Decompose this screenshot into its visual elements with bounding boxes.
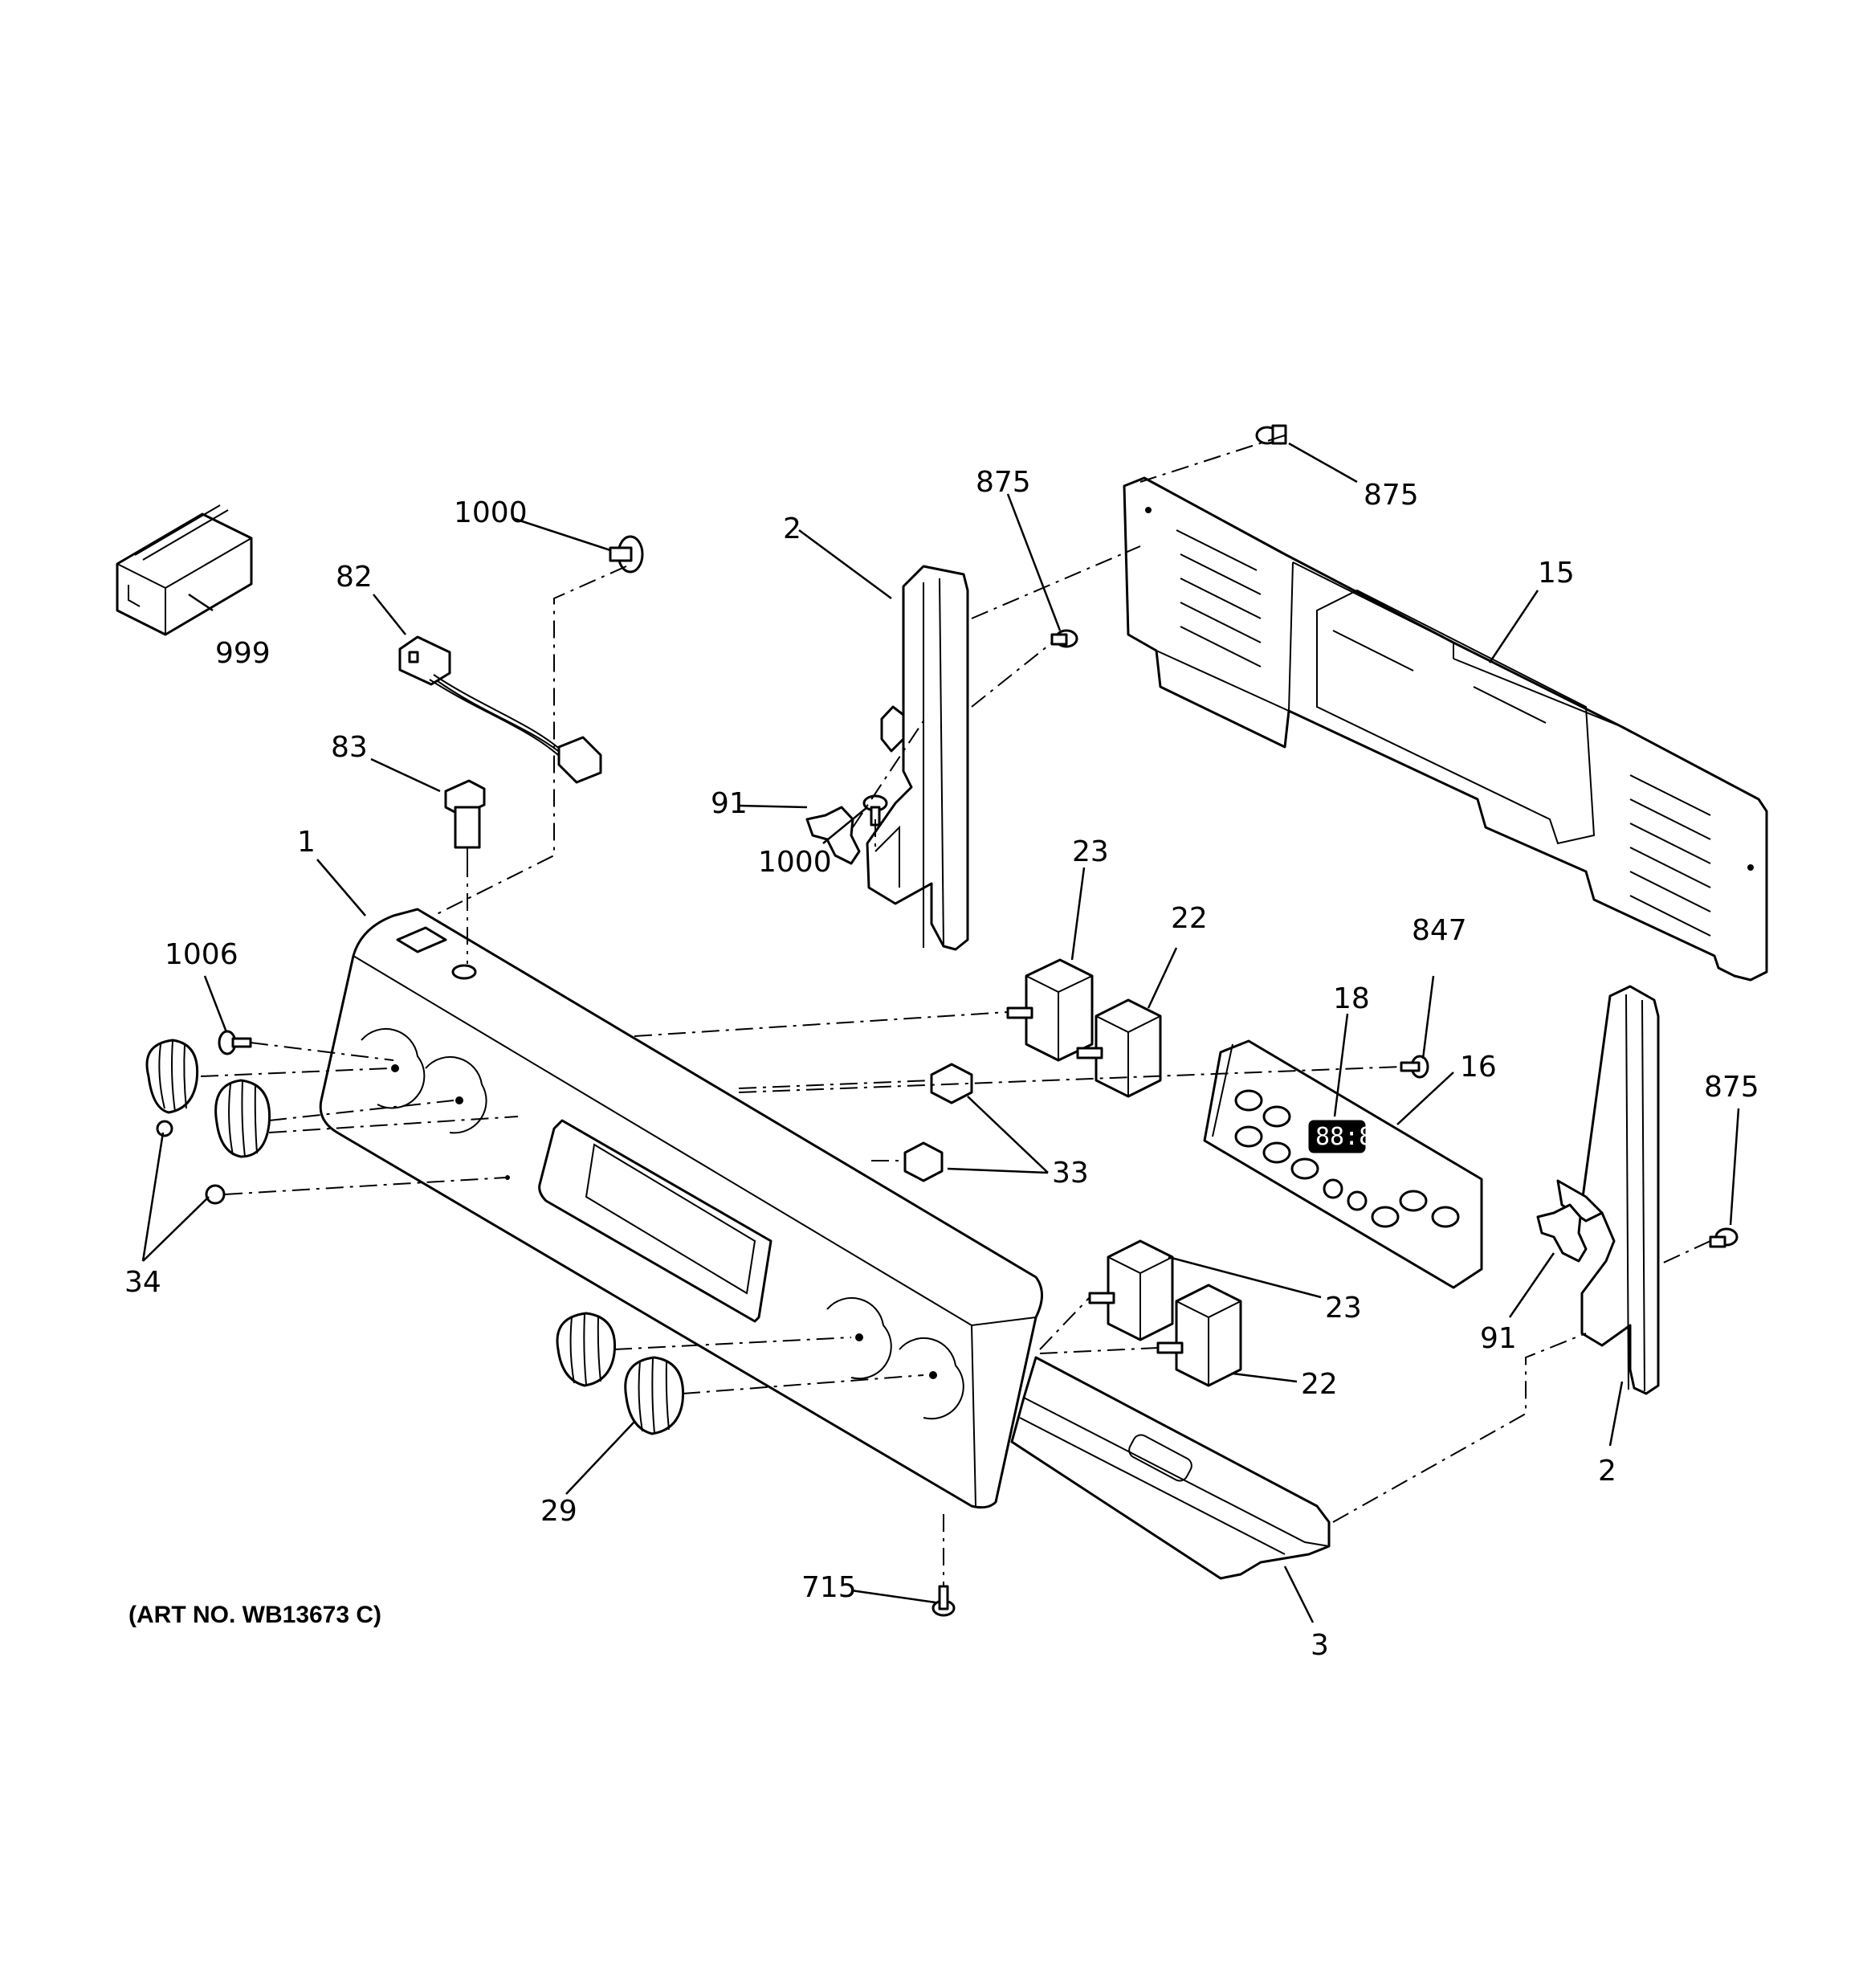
leader-lines [141, 442, 1740, 1623]
callout-16: 16 [1460, 1051, 1497, 1084]
callout-15: 15 [1538, 557, 1575, 590]
screw-1000-top [609, 535, 644, 574]
callout-1000-top: 1000 [454, 496, 528, 529]
screw-847 [1400, 1055, 1429, 1079]
screw-875-right [1709, 1227, 1739, 1248]
callout-1006: 1006 [165, 938, 238, 971]
callout-91-left: 91 [711, 787, 748, 820]
part-22-switch-lower [1156, 1284, 1242, 1387]
art-number: (ART NO. WB13673 C) [128, 1602, 381, 1628]
part-3-trim [1010, 1356, 1331, 1580]
part-16-control-board: 88:88 [1203, 1039, 1483, 1289]
part-23-switch-upper [1006, 958, 1094, 1062]
callout-18: 18 [1333, 982, 1370, 1015]
screw-1000-lower [862, 794, 888, 827]
callout-83: 83 [331, 731, 368, 764]
part-91-right-clip [1536, 1203, 1588, 1263]
part-82-harness [398, 635, 602, 784]
callout-23-upper: 23 [1072, 835, 1109, 868]
callout-875-right: 875 [1704, 1071, 1759, 1104]
callout-29: 29 [540, 1495, 577, 1528]
callout-847: 847 [1412, 914, 1467, 947]
knob-lower-middle [556, 1312, 617, 1387]
screw-715 [932, 1585, 956, 1617]
part-15-rear-cover [1123, 476, 1768, 982]
callout-33: 33 [1052, 1157, 1089, 1190]
part-1-control-panel [319, 908, 1043, 1509]
assembly-lines [200, 435, 1711, 1586]
callout-23-lower: 23 [1325, 1292, 1362, 1325]
callout-999: 999 [215, 637, 271, 670]
callout-2-left: 2 [783, 512, 801, 545]
display-readout: 88:88 [1315, 1123, 1388, 1151]
callout-875-mid: 875 [976, 466, 1031, 499]
callout-34: 34 [124, 1266, 161, 1299]
knob-upper-left [145, 1039, 199, 1114]
callout-labels: 999 82 1000 83 1 1006 34 29 715 2 91 100… [124, 466, 1759, 1662]
part-2-right-bracket [1556, 985, 1660, 1395]
callout-1000-lower: 1000 [758, 846, 832, 879]
callout-3: 3 [1311, 1629, 1329, 1662]
part-2-left-bracket [866, 565, 969, 951]
callout-22-upper: 22 [1171, 902, 1208, 935]
callout-22-lower: 22 [1301, 1368, 1338, 1401]
part-23-switch-lower [1088, 1239, 1174, 1341]
screw-875-top [1255, 424, 1287, 445]
part-22-switch-upper [1076, 998, 1162, 1098]
nut-34-upper [156, 1120, 173, 1137]
callout-2-right: 2 [1598, 1455, 1616, 1488]
part-33-rocker-lower [903, 1141, 944, 1182]
part-83-indicator [444, 779, 486, 859]
callout-1: 1 [297, 826, 316, 859]
nut-34-lower [205, 1184, 226, 1205]
callout-91-right: 91 [1480, 1322, 1517, 1355]
screw-1006 [218, 1030, 252, 1055]
callout-875-top: 875 [1364, 479, 1419, 512]
screw-875-mid [1050, 629, 1078, 648]
part-999-box [116, 504, 253, 636]
knob-lower-right [624, 1356, 685, 1435]
callout-82: 82 [336, 561, 373, 594]
callout-715: 715 [801, 1571, 857, 1604]
knob-lower-left [214, 1079, 271, 1158]
